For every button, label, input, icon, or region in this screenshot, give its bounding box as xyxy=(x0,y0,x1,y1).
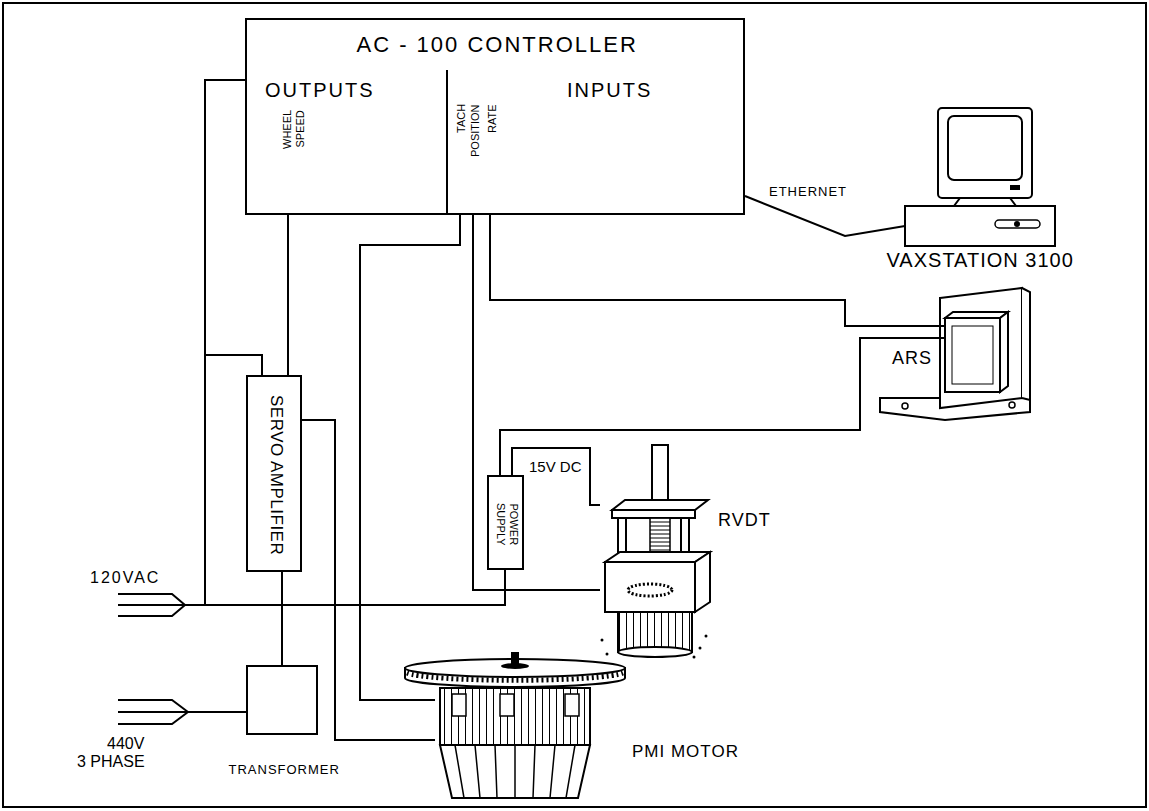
rate-sensor: ARS xyxy=(945,318,1000,392)
mount-hole xyxy=(902,403,908,409)
signal-name: WHEEL SPEED xyxy=(281,110,306,149)
dot xyxy=(699,647,702,650)
dot xyxy=(601,639,604,642)
monitor-case xyxy=(938,108,1032,198)
motor-body xyxy=(440,688,590,745)
section-heading: INPUTS xyxy=(567,79,652,102)
box-label: TRANSFORMER xyxy=(229,763,340,778)
rvdt-figure xyxy=(601,445,711,659)
three-phase-wiring xyxy=(118,700,246,724)
power-supply-box: POWER SUPPLY xyxy=(487,475,524,570)
device-label: RVDT xyxy=(718,510,771,531)
sensor-body xyxy=(945,318,1000,392)
wire-connector xyxy=(281,572,283,665)
bracket-top xyxy=(612,500,708,510)
wire-connector xyxy=(490,215,945,326)
voltage-label: 15V DC xyxy=(527,458,584,475)
amplifier-box: SERVO AMPLIFIER xyxy=(246,375,302,572)
workstation: VAXSTATION 3100 xyxy=(905,108,1055,246)
system-unit xyxy=(905,206,1055,246)
sensor-face xyxy=(952,326,993,384)
workstation-figure xyxy=(905,108,1055,246)
wire-connector xyxy=(745,196,905,236)
network-label: ETHERNET xyxy=(767,185,849,200)
wire-connector xyxy=(360,215,460,700)
motor-end xyxy=(440,745,590,798)
rvdt-sensor: RVDT xyxy=(600,445,710,660)
section-heading: OUTPUTS xyxy=(265,79,375,102)
supply-label: 440V 3 PHASE xyxy=(75,735,151,772)
monitor-screen xyxy=(948,116,1022,180)
signal-name: TACH xyxy=(456,104,467,133)
motor: PMI MOTOR xyxy=(435,660,595,800)
plate-edge xyxy=(1022,288,1030,400)
signal-name: RATE xyxy=(487,104,498,133)
controller-box: AC - 100 CONTROLLER OUTPUTS INPUTS WHEEL SP… xyxy=(245,18,745,215)
rvdt-base xyxy=(618,647,692,657)
monitor-button xyxy=(1010,185,1020,190)
housing-front xyxy=(605,562,695,612)
dot xyxy=(693,656,696,659)
mount-hole xyxy=(1009,402,1015,408)
sensor-figure xyxy=(880,288,1030,420)
motor-plate xyxy=(500,694,514,716)
wire-connector xyxy=(500,338,945,475)
transformer-box: TRANSFORMER xyxy=(246,665,318,735)
bracket-front xyxy=(612,510,695,518)
wire-connector xyxy=(302,420,435,740)
box-label: POWER SUPPLY xyxy=(495,503,520,546)
monitor-stand xyxy=(954,198,1016,206)
section-divider xyxy=(446,70,448,214)
wheel-hub xyxy=(501,663,529,669)
box-label: SERVO AMPLIFIER xyxy=(266,395,286,555)
drive-button xyxy=(1014,221,1020,227)
figure-frame xyxy=(3,3,1146,807)
mains-wiring xyxy=(118,80,505,616)
wire-connector xyxy=(287,215,289,375)
motor-plate xyxy=(565,694,579,716)
device-label: PMI MOTOR xyxy=(632,742,739,762)
motor-figure xyxy=(405,652,625,798)
device-label: VAXSTATION 3100 xyxy=(887,249,1074,272)
mount-plate xyxy=(940,288,1022,408)
dot xyxy=(705,635,708,638)
supply-label: 120VAC xyxy=(88,569,162,587)
dot xyxy=(606,653,609,656)
drive-slot xyxy=(995,220,1040,228)
motor-plate xyxy=(452,694,466,716)
housing-top xyxy=(605,552,710,562)
wire-connector xyxy=(473,215,600,590)
wire-connector xyxy=(512,448,600,505)
housing-side xyxy=(695,552,710,612)
sensor-side xyxy=(1000,312,1008,392)
cooling-fins xyxy=(455,745,575,798)
signal-name: POSITION xyxy=(470,104,481,157)
controller-title: AC - 100 CONTROLLER xyxy=(357,32,638,57)
bevel-gear xyxy=(628,584,672,596)
device-label: ARS xyxy=(892,348,932,369)
